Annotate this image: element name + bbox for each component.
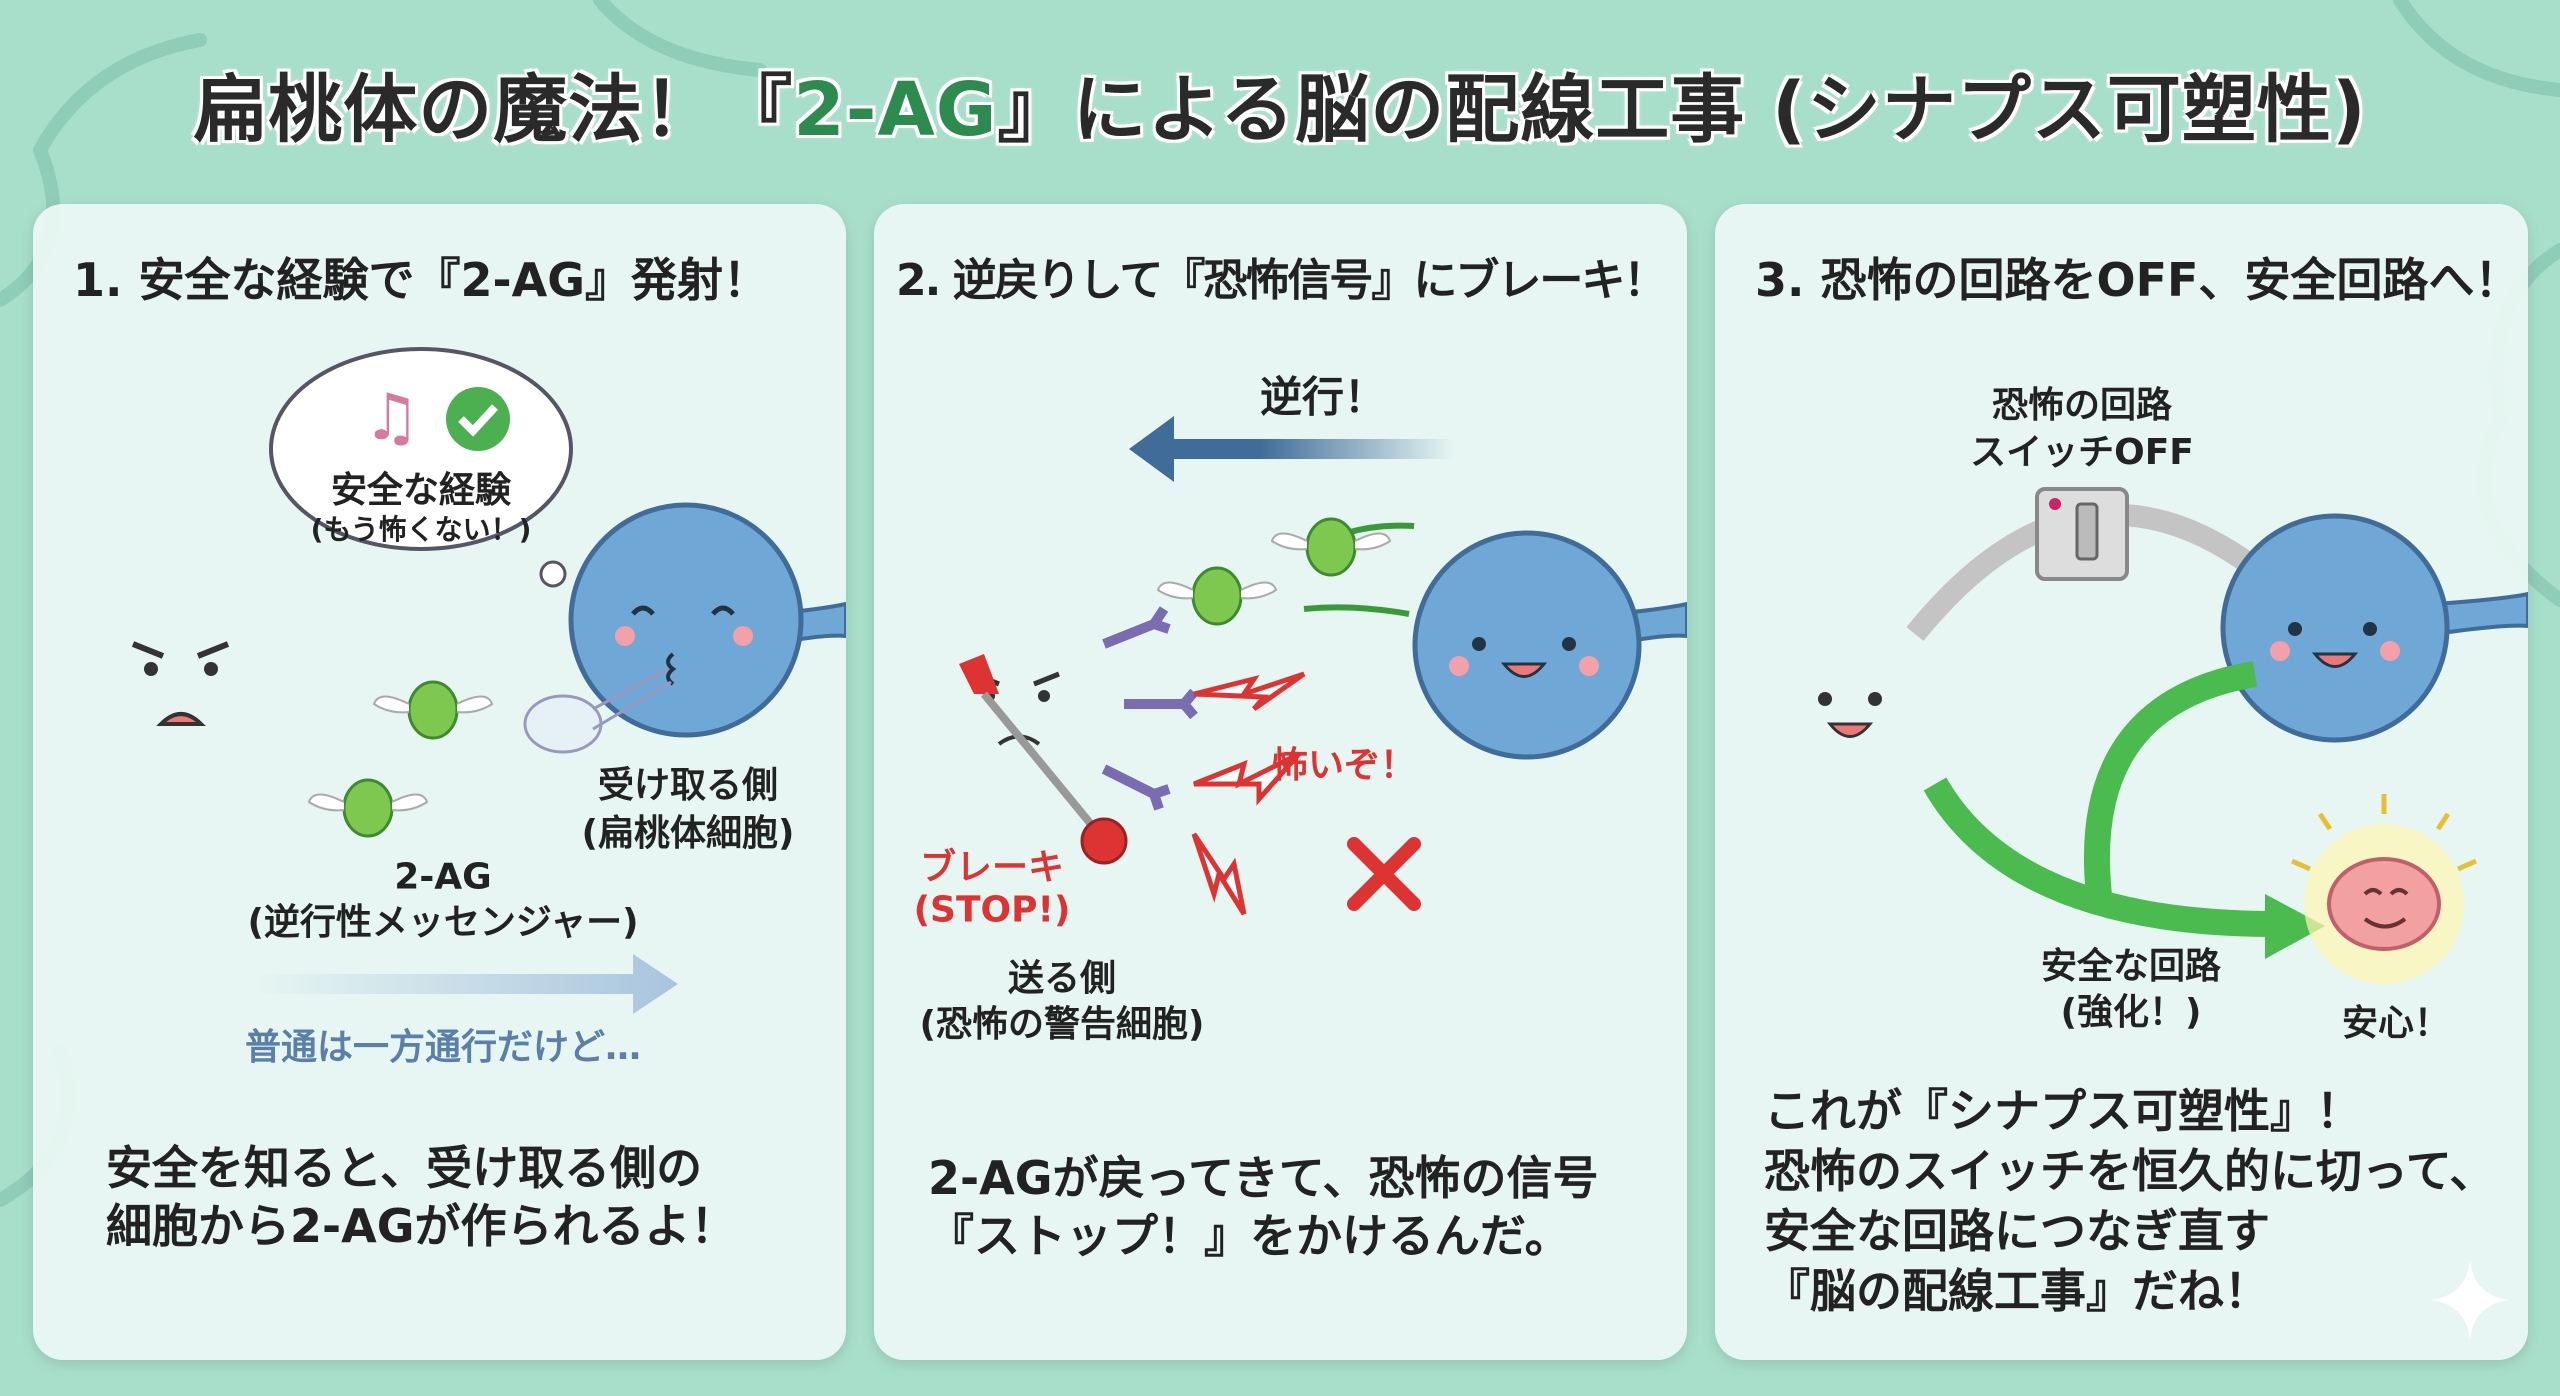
page-title: 扁桃体の魔法！『2-AG』による脳の配線工事 (シナプス可塑性) xyxy=(193,67,2367,153)
panel-body-text: これが『シナプス可塑性』！恐怖のスイッチを恒久的に切って、安全な回路につなぎ直す… xyxy=(1764,1084,2496,1318)
blocked-x-icon xyxy=(1347,837,1421,911)
blowing-face xyxy=(615,605,753,686)
2ag-messenger-icon xyxy=(372,680,494,740)
lightning-icons xyxy=(1191,671,1306,916)
thought-subtitle: (もう怖くない！) xyxy=(310,513,532,546)
brake-lever-icon xyxy=(959,654,1128,865)
check-circle-icon xyxy=(446,387,510,451)
brake-label: ブレーキ xyxy=(919,847,1065,888)
panel-body-text: 2-AGが戻ってきて、恐怖の信号『ストップ！』をかけるんだ。 xyxy=(928,1151,1599,1263)
receiver-cell-happy xyxy=(2220,513,2450,743)
sender-sublabel: (恐怖の警告細胞) xyxy=(919,1004,1205,1045)
thought-title: 安全な経験 xyxy=(330,470,512,511)
switch-sublabel: スイッチOFF xyxy=(1970,432,2194,473)
sender-label: 送る側 xyxy=(1007,958,1117,999)
safe-circuit-sublabel: (強化！) xyxy=(2060,992,2202,1033)
relief-label: 安心！ xyxy=(2341,1003,2451,1044)
happy-face xyxy=(2270,622,2400,668)
receiver-cell xyxy=(568,502,804,738)
safe-circuit-label: 安全な回路 xyxy=(2040,946,2222,987)
panel-2-illustration xyxy=(959,416,1687,916)
2ag-messenger-icon xyxy=(1270,517,1392,577)
messenger-sublabel: (逆行性メッセンジャー) xyxy=(247,902,639,943)
panel-3-rewire: 3. 恐怖の回路をOFF、安全回路へ！ 恐怖の回路 スイッチOFF 安全な回路 … xyxy=(1715,204,2528,1360)
panel-heading: 2. 逆戻りして『恐怖信号』にブレーキ！ xyxy=(896,255,1667,306)
brake-sublabel: (STOP!) xyxy=(913,889,1071,931)
happy-face xyxy=(1449,637,1599,678)
title-highlight-2ag: 2-AG xyxy=(793,67,998,153)
angry-face xyxy=(131,641,230,726)
arrow-caption: 普通は一方通行だけど… xyxy=(244,1027,642,1068)
receiver-sublabel: (扁桃体細胞) xyxy=(581,813,795,854)
happy-face xyxy=(1818,692,1882,738)
2ag-messenger-icon xyxy=(307,778,429,838)
breath-puff-icon xyxy=(523,667,672,754)
shine-rays xyxy=(2290,794,2478,872)
2ag-messenger-icon xyxy=(1156,566,1278,626)
panel-body-text: 安全を知ると、受け取る側の細胞から2-AGが作られるよ！ xyxy=(106,1141,737,1253)
panel-1-safe-experience: ♫ 1. 安全な経験で『2-AG』発射！ 安全な経験 (もう怖くない！) 受け取… xyxy=(33,204,846,1360)
reverse-arrow xyxy=(1129,416,1454,482)
receiver-label: 受け取る側 xyxy=(597,765,779,806)
scary-label: 怖いぞ！ xyxy=(1271,745,1417,786)
panel-heading: 3. 恐怖の回路をOFF、安全回路へ！ xyxy=(1755,253,2521,307)
panel-heading: 1. 安全な経験で『2-AG』発射！ xyxy=(73,253,769,307)
receiver-cell-happy xyxy=(1412,530,1642,760)
receptors xyxy=(1101,606,1198,811)
safe-circuit-arrow xyxy=(1923,661,2276,937)
music-note-icon: ♫ xyxy=(363,381,420,455)
sparkle-icon xyxy=(2430,1260,2510,1340)
messenger-label: 2-AG xyxy=(394,856,492,898)
panel-1-illustration: ♫ xyxy=(131,347,846,1014)
switch-label: 恐怖の回路 xyxy=(1991,385,2173,426)
happy-brain-icon xyxy=(2327,857,2441,951)
panel-2-brake: 2. 逆戻りして『恐怖信号』にブレーキ！ 逆行！ 怖いぞ！ ブレーキ (STOP… xyxy=(874,204,1687,1360)
panel-3-illustration xyxy=(1818,487,2528,984)
reverse-label: 逆行！ xyxy=(1259,372,1387,422)
off-switch-icon xyxy=(2035,487,2129,581)
one-way-arrow xyxy=(253,954,678,1014)
